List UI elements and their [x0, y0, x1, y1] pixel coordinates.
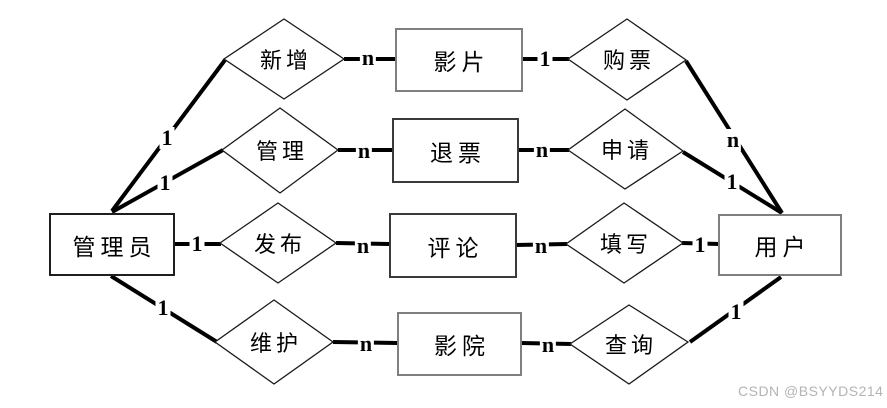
- diamond-apply: [566, 108, 685, 190]
- cardinality-query-user: 1: [728, 299, 744, 324]
- entity-comment-label: 评论: [427, 235, 484, 262]
- cardinality-admin-publish: 1: [189, 231, 205, 256]
- entity-user: 用户: [718, 214, 842, 276]
- diamond-query: [568, 304, 690, 385]
- entity-comment: 评论: [389, 213, 517, 278]
- cardinality-admin-add: 1: [159, 125, 175, 150]
- cardinality-fill-user: 1: [692, 232, 708, 257]
- cardinality-manage-refund: n: [355, 138, 373, 163]
- entity-cinema: 影院: [397, 312, 522, 376]
- cardinality-movie-buy: 1: [537, 46, 553, 71]
- entity-admin-label: 管理员: [72, 234, 157, 261]
- entity-cinema-label: 影院: [434, 334, 490, 360]
- entity-movie-label: 影片: [433, 50, 490, 76]
- cardinality-maintain-cinema: n: [357, 331, 375, 356]
- entity-refund-label: 退票: [430, 140, 486, 167]
- cardinality-admin-maintain: 1: [155, 295, 171, 320]
- cardinality-admin-manage: 1: [157, 170, 173, 195]
- entity-movie: 影片: [395, 28, 523, 92]
- cardinality-comment-fill: n: [532, 233, 550, 258]
- entity-admin: 管理员: [49, 213, 175, 276]
- cardinality-publish-comment: n: [354, 233, 372, 258]
- cardinality-buy-user: n: [724, 127, 742, 152]
- cardinality-refund-apply: n: [533, 137, 551, 162]
- diamond-fill: [564, 202, 685, 284]
- csdn-watermark: CSDN @BSYYDS214: [738, 383, 884, 399]
- diamond-add: [222, 18, 346, 100]
- cardinality-apply-user: 1: [724, 169, 740, 194]
- diamond-publish: [218, 202, 338, 284]
- diamond-maintain: [213, 299, 335, 385]
- diamond-manage: [220, 107, 340, 194]
- entity-refund: 退票: [392, 118, 519, 183]
- cardinality-cinema-query: n: [539, 332, 557, 357]
- entity-user-label: 用户: [754, 235, 811, 261]
- cardinality-add-movie: n: [359, 45, 377, 70]
- diamond-buy: [566, 18, 688, 101]
